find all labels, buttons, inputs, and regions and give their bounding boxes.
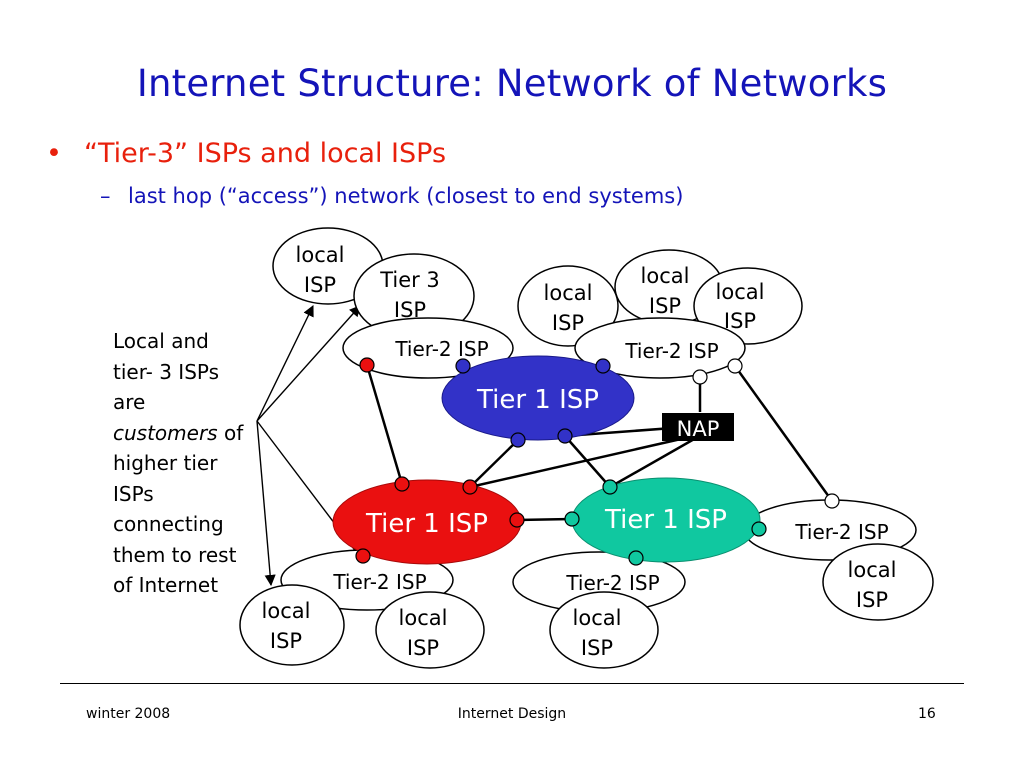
nap-box — [662, 413, 734, 441]
note-word: of — [223, 420, 244, 445]
local-isp-bottom-2 — [375, 591, 485, 669]
note-line-customers: customers of — [113, 418, 273, 449]
router-dot — [751, 521, 767, 537]
footer-divider — [60, 683, 964, 684]
footer-page-number: 16 — [918, 706, 936, 722]
local-isp-label: ISP — [407, 636, 439, 660]
note-line: them to rest — [113, 542, 237, 567]
router-dot — [359, 357, 375, 373]
bullet-dot-icon: • — [46, 138, 62, 169]
router-dot — [455, 358, 471, 374]
nap-label: NAP — [677, 417, 720, 441]
local-isp-right — [822, 543, 934, 621]
router-dot — [510, 432, 526, 448]
arrow-to-local-bottom — [256, 420, 276, 587]
tier1-label: Tier 1 ISP — [604, 505, 727, 535]
local-isp-label: local — [848, 558, 897, 582]
local-isp-label: ISP — [304, 273, 336, 297]
tier3-label: Tier 3 — [379, 268, 440, 292]
slide-title: Internet Structure: Network of Networks — [136, 62, 888, 105]
local-isp-label: local — [573, 606, 622, 630]
tier1-isp-blue — [441, 355, 635, 441]
sub-bullet-text: last hop (“access”) network (closest to … — [128, 184, 684, 208]
link-t2b-t2e — [733, 365, 834, 502]
local-isp-label: local — [399, 606, 448, 630]
link-red-green — [516, 517, 573, 522]
router-dot — [824, 493, 840, 509]
router-dot — [355, 548, 371, 564]
local-isp-label: ISP — [724, 309, 756, 333]
local-isp-bottom-3 — [549, 591, 659, 669]
tier1-label: Tier 1 ISP — [365, 509, 488, 539]
router-dot — [462, 479, 478, 495]
link-green-nap — [609, 432, 704, 489]
links — [365, 364, 834, 522]
local-isp-label: ISP — [581, 636, 613, 660]
bullet-text: “Tier-3” ISPs and local ISPs — [84, 138, 447, 169]
local-isp-top-second — [517, 265, 619, 347]
note-line: ISPs — [113, 481, 154, 506]
note-line: are — [113, 390, 146, 414]
router-dot — [692, 369, 708, 385]
tier2-isp-upper-left — [342, 317, 514, 379]
tier1-label: Tier 1 ISP — [476, 385, 599, 415]
local-isp-label: local — [641, 264, 690, 288]
local-isp-label: ISP — [270, 629, 302, 653]
local-isp-label: ISP — [649, 294, 681, 318]
local-isp-label: local — [262, 599, 311, 623]
router-dot — [564, 511, 580, 527]
footer-date: winter 2008 — [86, 706, 171, 722]
tier2-label: Tier-2 ISP — [794, 520, 888, 544]
note-line: tier- 3 ISPs — [113, 359, 220, 384]
arrow-to-tier3 — [256, 305, 361, 422]
routers — [355, 357, 840, 566]
note-line: connecting — [113, 512, 224, 536]
note-line: of Internet — [113, 573, 219, 597]
tier2-label: Tier-2 ISP — [394, 337, 488, 361]
router-dot — [595, 358, 611, 374]
note-line: higher tier — [113, 451, 218, 475]
tier2-isp-upper-right — [574, 317, 746, 379]
router-dot — [602, 479, 618, 495]
local-isp-label: local — [296, 243, 345, 267]
tier2-label: Tier-2 ISP — [565, 571, 659, 595]
local-isp-top-right — [693, 267, 803, 345]
router-dot — [557, 428, 573, 444]
local-isp-label: local — [716, 280, 765, 304]
router-dot — [394, 476, 410, 492]
router-dot — [628, 550, 644, 566]
local-isp-label: local — [544, 281, 593, 305]
local-isp-bottom-1 — [239, 584, 345, 666]
router-dot — [727, 358, 743, 374]
link-red-nap — [469, 432, 704, 489]
dash-icon: – — [100, 184, 111, 208]
local-isp-label: ISP — [552, 311, 584, 335]
customer-note: Local and tier- 3 ISPs are customers of … — [113, 326, 273, 601]
note-line: Local and — [113, 329, 209, 353]
note-emphasis: customers — [113, 420, 218, 445]
tier2-label: Tier-2 ISP — [332, 570, 426, 594]
router-dot — [509, 512, 525, 528]
arrow-to-local-top — [256, 304, 314, 422]
link-red-blue — [469, 439, 519, 488]
tier2-label: Tier-2 ISP — [624, 339, 718, 363]
link-t2a-red — [365, 364, 404, 485]
local-isp-label: ISP — [856, 588, 888, 612]
footer-course: Internet Design — [457, 706, 567, 722]
